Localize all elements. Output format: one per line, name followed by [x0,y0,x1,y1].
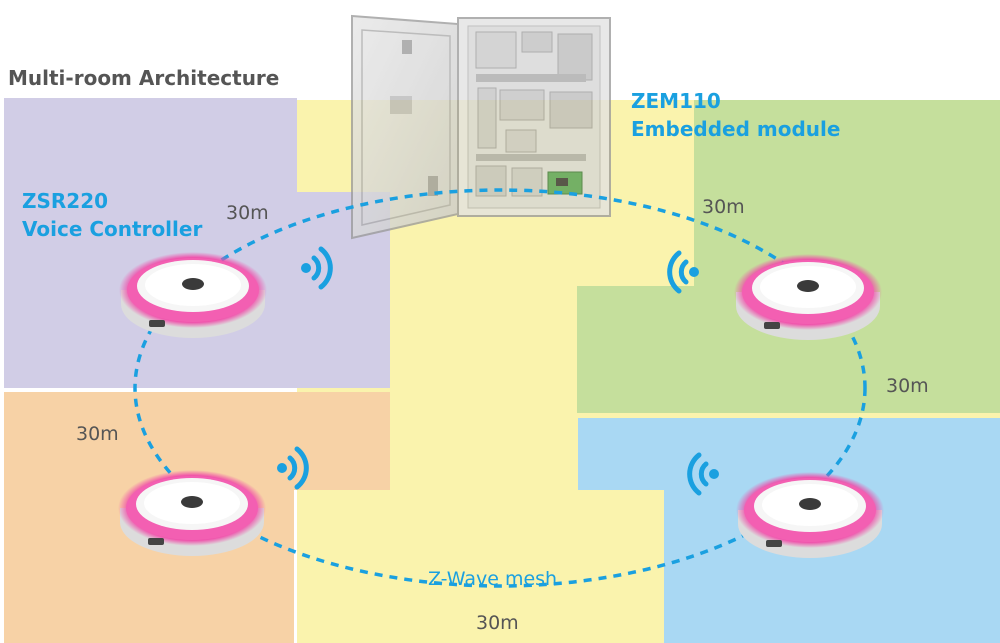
distance-label-top-right: 30m [702,196,745,218]
voice-controller-device-bottom-right [736,472,884,558]
voice-controller-device-top-left [119,252,267,338]
voice-controller-device-top-right [734,254,882,340]
distance-label-left: 30m [76,423,119,445]
distance-label-top-left: 30m [226,202,269,224]
electrical-panel [351,14,611,240]
controller-subtitle: Voice Controller [22,217,203,241]
distance-label-right: 30m [886,375,929,397]
controller-name: ZSR220 [22,189,109,213]
mesh-label: Z-Wave mesh [428,568,558,590]
z-wave-mesh-ring [133,188,867,588]
module-name: ZEM110 [631,89,721,113]
diagram-title: Multi-room Architecture [8,66,280,90]
module-subtitle: Embedded module [631,117,841,141]
purple-room [4,98,390,388]
distance-label-bottom: 30m [476,612,519,634]
voice-controller-device-bottom-left [118,470,266,556]
